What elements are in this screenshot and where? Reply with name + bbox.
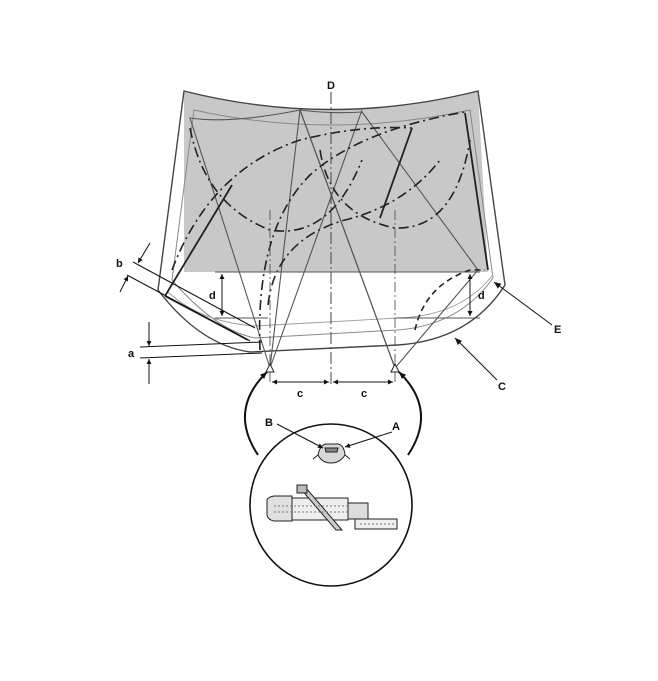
label-c-left: c bbox=[297, 388, 303, 400]
label-b: b bbox=[116, 258, 123, 270]
leader-a bbox=[344, 431, 393, 448]
label-a: a bbox=[128, 348, 135, 360]
nozzle-markers bbox=[265, 362, 400, 373]
nozzle-body bbox=[317, 443, 346, 464]
right-wiper-rest-dash bbox=[414, 269, 485, 331]
label-b-spray-hole: B bbox=[265, 417, 273, 429]
nozzle-side-body bbox=[266, 495, 293, 522]
right-spray-cone bbox=[299, 109, 479, 370]
left-wiper-arc-inner bbox=[171, 126, 413, 271]
leader-e bbox=[493, 281, 553, 326]
label-a-nozzle: A bbox=[392, 421, 400, 433]
nozzle-axes bbox=[269, 210, 396, 385]
spray-cones bbox=[189, 109, 479, 370]
right-wiper-blade bbox=[464, 112, 489, 271]
label-d: D bbox=[327, 80, 335, 92]
nozzle-rear-block bbox=[347, 502, 369, 520]
dim-a bbox=[139, 322, 263, 384]
windshield-outline bbox=[157, 90, 506, 353]
label-e: E bbox=[554, 324, 561, 336]
nozzle-front-view bbox=[312, 443, 351, 464]
nozzle-top bbox=[324, 447, 339, 453]
left-nozzle-marker bbox=[265, 362, 275, 373]
right-nozzle-marker bbox=[390, 362, 400, 373]
detail-callout-arrows bbox=[243, 371, 423, 456]
label-d-left: d bbox=[209, 290, 216, 302]
tool-cap bbox=[296, 484, 308, 494]
left-callout-arrow bbox=[243, 371, 268, 456]
right-wiper-bowl bbox=[319, 139, 471, 229]
label-d-right: d bbox=[478, 290, 485, 302]
dim-b bbox=[119, 242, 256, 342]
left-wiper-blade-arm bbox=[164, 184, 233, 297]
adjustment-tool bbox=[266, 484, 398, 531]
label-c-right: c bbox=[361, 388, 367, 400]
d-reference-frame bbox=[215, 271, 480, 319]
left-cone-right-edge bbox=[269, 109, 363, 369]
right-wiper-arc bbox=[267, 159, 441, 306]
left-wiper-arc-outer bbox=[258, 111, 466, 351]
leader-c bbox=[454, 337, 498, 381]
leader-b bbox=[276, 423, 324, 449]
right-callout-arrow bbox=[398, 371, 423, 456]
right-cone-left-edge bbox=[299, 109, 396, 369]
label-c-windshield: C bbox=[498, 381, 506, 393]
upper-wiper-blade bbox=[379, 127, 413, 219]
left-spray-cone bbox=[189, 109, 301, 369]
windshield-inner-outline bbox=[171, 109, 494, 339]
